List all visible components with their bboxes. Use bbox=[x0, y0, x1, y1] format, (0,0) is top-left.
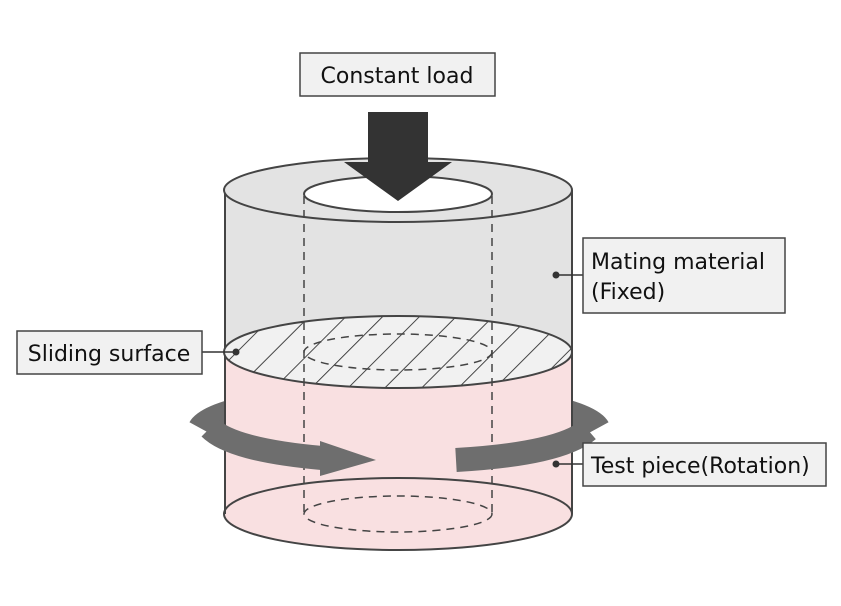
test-label-box bbox=[582, 442, 827, 487]
test-leader-dot bbox=[552, 460, 560, 468]
rotation-arrow-head bbox=[320, 441, 376, 476]
bottom-bore bbox=[303, 495, 493, 533]
sliding-surface-hatch bbox=[223, 315, 573, 389]
mating-leader-dot bbox=[552, 271, 560, 279]
mating-label-box bbox=[582, 237, 786, 314]
sliding-label: Sliding surface bbox=[28, 342, 190, 367]
load-label-box bbox=[299, 52, 496, 97]
rotation-arrow-front-right bbox=[455, 420, 596, 472]
load-arrow-icon bbox=[344, 112, 452, 201]
sliding-leader-dot bbox=[232, 348, 240, 356]
mating-label-line1: Mating material bbox=[591, 250, 765, 275]
test-label: Test piece(Rotation) bbox=[590, 454, 810, 479]
load-label: Constant load bbox=[321, 64, 474, 89]
mating-label-line2: (Fixed) bbox=[591, 280, 665, 305]
sliding-label-box bbox=[16, 330, 203, 375]
rotation-arrow-front-left bbox=[201, 418, 324, 470]
test-piece-bottom bbox=[223, 477, 573, 551]
